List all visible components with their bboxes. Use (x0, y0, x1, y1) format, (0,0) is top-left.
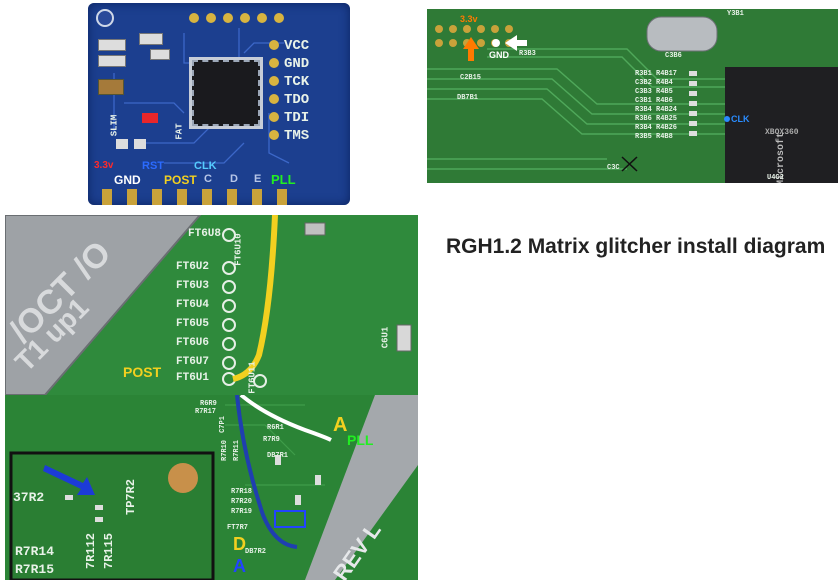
glitcher-traces (102, 13, 290, 205)
label-r6r9: R6R9 (200, 400, 217, 408)
pin-label-tdo: TDO (284, 92, 310, 108)
top-right-traces (427, 16, 838, 183)
label-ft6u7: FT6U7 (176, 356, 210, 368)
label-clk-top-right: CLK (731, 114, 750, 124)
label-ft6u2: FT6U2 (176, 261, 210, 273)
resistor-row: R3B4 R4B24 (635, 106, 678, 114)
smd-component (98, 39, 126, 51)
label-r3b3: R3B3 (519, 50, 536, 58)
pin-label-tck: TCK (284, 74, 310, 90)
label-u4c2: U4C2 (767, 174, 784, 182)
blue-arrow-icon (43, 465, 95, 495)
middle-board-art (5, 215, 412, 395)
label-r7r20: R7R20 (231, 498, 253, 506)
label-pll: PLL (271, 172, 296, 187)
label-ft6u3: FT6U3 (176, 280, 210, 292)
label-c: C (204, 173, 212, 185)
yellow-wire (232, 215, 278, 382)
inset-label: R7R14 (15, 544, 55, 559)
label-gnd-top-right: GND (489, 50, 509, 60)
label-a-bottom: A (233, 556, 246, 576)
middle-board-photo: /OCT /O T1 up1 FT6U8 FT6U2 FT6U3 FT6U4 F… (5, 215, 418, 395)
smd-component (139, 33, 163, 45)
slim-pad (134, 139, 146, 149)
top-right-board-photo: 3.3v GND R3B3 Y3B1 C2B15 DB7B1 C3B6 R3B1… (427, 9, 838, 183)
label-y3b1: Y3B1 (727, 10, 744, 18)
label-post: POST (164, 173, 197, 187)
label-r7r9: R7R9 (263, 436, 280, 444)
label-rst: RST (142, 160, 164, 172)
label-r7r18: R7R18 (231, 488, 253, 496)
label-slim: SLIM (109, 114, 120, 137)
label-c2b15: C2B15 (460, 74, 482, 82)
label-r6r1: R6R1 (267, 424, 284, 432)
label-db7r2: DB7R2 (245, 548, 267, 556)
bottom-board-art (9, 395, 418, 580)
inset-label: 7R112 (84, 532, 99, 570)
blue-wire (235, 395, 298, 549)
label-r7r19: R7R19 (231, 508, 253, 516)
label-r7r10: R7R10 (221, 439, 230, 462)
label-ft7r7: FT7R7 (227, 524, 249, 532)
label-d: D (230, 173, 238, 185)
label-pll-bottom: PLL (347, 432, 374, 448)
inset-label: TP7R2 (124, 478, 139, 516)
inset-label: R7R15 (15, 562, 55, 577)
label-gnd: GND (114, 173, 141, 187)
label-r7r17: R7R17 (195, 408, 217, 416)
resistor-row: R3B4 R4B26 (635, 124, 678, 132)
smd-component (98, 55, 126, 67)
resistor-row: R3B1 R4B17 (635, 70, 678, 78)
label-c3c: C3C (607, 164, 620, 172)
label-c6u1: C6U1 (380, 326, 391, 349)
white-arrow-icon (505, 35, 527, 51)
orange-arrow-icon (463, 37, 479, 61)
inset-label: 37R2 (13, 490, 45, 505)
label-3v3: 3.3v (94, 160, 114, 171)
mounting-hole (96, 9, 114, 27)
label-fat: FAT (174, 123, 185, 140)
cpld-chip (192, 60, 260, 126)
label-ft6u10: FT6U10 (233, 233, 244, 266)
label-ft6u11: FT6U11 (247, 361, 258, 394)
red-led (142, 113, 158, 123)
resistor-row: C3B2 R4B4 (635, 79, 673, 87)
label-d-bottom: D (233, 534, 246, 554)
slim-pad (116, 139, 128, 149)
label-ft6u5: FT6U5 (176, 318, 210, 330)
white-wire (239, 395, 332, 442)
resistor-row: R3B5 R4B8 (635, 133, 673, 141)
label-post-middle: POST (123, 364, 162, 380)
label-xbox360: XBOX360 (765, 128, 799, 137)
label-3v3-top-right: 3.3v (460, 14, 478, 24)
label-a-top: A (333, 414, 348, 436)
page-title: RGH1.2 Matrix glitcher install diagram (446, 235, 826, 258)
label-r7r11: R7R11 (233, 439, 242, 462)
label-e: E (254, 173, 262, 185)
pin-label-vcc: VCC (284, 38, 310, 54)
label-clk: CLK (194, 160, 217, 172)
glitcher-board-photo: SLIM FAT VCC GND TCK TDO TDI TMS 3.3v GN… (84, 3, 352, 207)
resistor-row: R3B6 R4B25 (635, 115, 678, 123)
smd-component (150, 49, 170, 60)
pin-label-tms: TMS (284, 128, 310, 144)
label-c7p1: C7P1 (218, 416, 227, 433)
resistor-row: C3B1 R4B6 (635, 97, 673, 105)
label-db7b1: DB7B1 (457, 94, 479, 102)
label-ft6u4: FT6U4 (176, 299, 210, 311)
label-ft6u6: FT6U6 (176, 337, 210, 349)
capacitor (98, 79, 124, 95)
bottom-board-photo: 37R2 TP7R2 R7R14 R7R15 7R112 7R115 R6R9 … (5, 395, 418, 580)
pin-label-gnd: GND (284, 56, 310, 72)
inset-label: 7R115 (102, 532, 117, 570)
resistor-row: C3B3 R4B5 (635, 88, 673, 96)
pin-label-tdi: TDI (284, 110, 310, 126)
label-c3b6: C3B6 (665, 52, 682, 60)
label-ft6u8: FT6U8 (188, 228, 222, 240)
label-ft6u1: FT6U1 (176, 372, 210, 384)
label-db7r1: DB7R1 (267, 452, 289, 460)
